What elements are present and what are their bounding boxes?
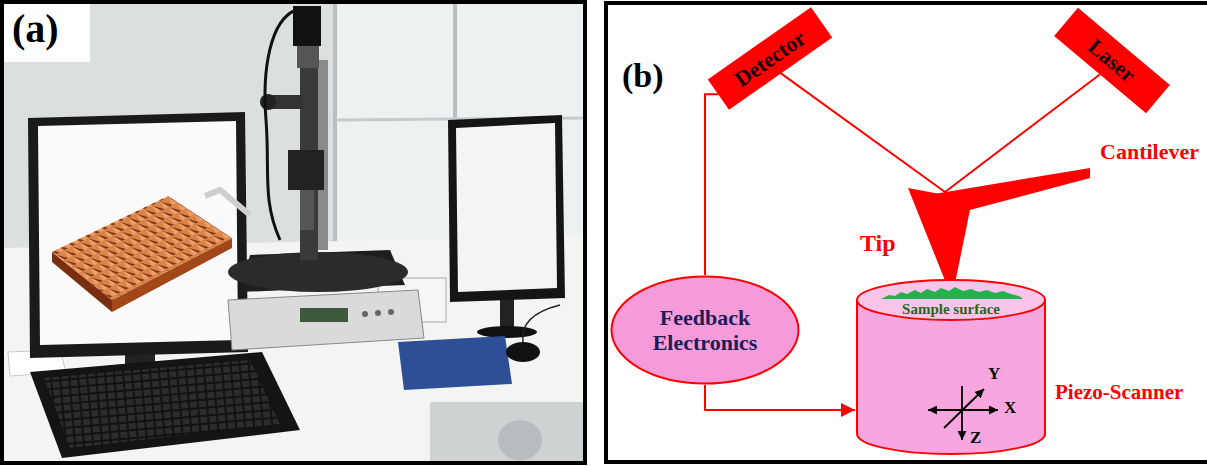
text-holder: (a) <box>12 6 59 52</box>
signal-wire <box>705 94 718 275</box>
panel-frame <box>606 3 1207 462</box>
control-wire <box>705 385 855 410</box>
text-holder: Laser <box>1054 7 1170 112</box>
sample-surface: Sample surface <box>875 286 1027 318</box>
text-holder: Y <box>988 364 1000 384</box>
y-axis-arrow <box>944 389 984 428</box>
sample-label: Sample surface <box>875 301 1027 318</box>
afm-instrument <box>205 6 424 350</box>
text-holder: Cantilever <box>1100 139 1199 164</box>
panel-label: (a) <box>12 6 59 52</box>
cantilever-label: Cantilever <box>1100 139 1199 164</box>
x-axis-arrow <box>928 409 998 411</box>
instrument-photo <box>2 2 585 463</box>
axis-label: X <box>1004 398 1016 418</box>
piezo-label: Piezo-Scanner <box>1055 380 1183 404</box>
keyboard <box>30 352 300 458</box>
z-axis-arrow <box>961 386 963 440</box>
laser-label: Laser <box>1083 33 1140 87</box>
left-monitor <box>28 112 248 380</box>
axis-label: Z <box>970 428 981 448</box>
panel-label: (b) <box>622 56 664 95</box>
text-holder: Sample surface <box>875 301 1027 318</box>
tip-label: Tip <box>860 230 896 258</box>
text-holder: Feedback Electronics <box>610 275 800 385</box>
feedback-ellipse: Feedback Electronics <box>610 275 800 385</box>
reflected-beam <box>781 73 945 192</box>
panel-frame <box>2 2 585 463</box>
text-holder: X <box>1004 398 1016 418</box>
text-holder: Z <box>970 428 981 448</box>
text-holder: Tip <box>860 230 896 258</box>
right-monitor <box>448 115 565 338</box>
feedback-label: Feedback Electronics <box>630 305 780 356</box>
mouse <box>398 305 560 390</box>
detector-box: Detector <box>708 7 832 110</box>
detector-label: Detector <box>730 25 811 92</box>
piezo-cylinder: Piezo-ScannerSample surface <box>855 278 1047 456</box>
text-holder: Detector <box>708 7 832 110</box>
axis-label: Y <box>988 364 1000 384</box>
text-holder: (b) <box>622 56 664 95</box>
laser-box: Laser <box>1054 7 1170 112</box>
text-holder: Piezo-Scanner <box>1055 380 1183 404</box>
